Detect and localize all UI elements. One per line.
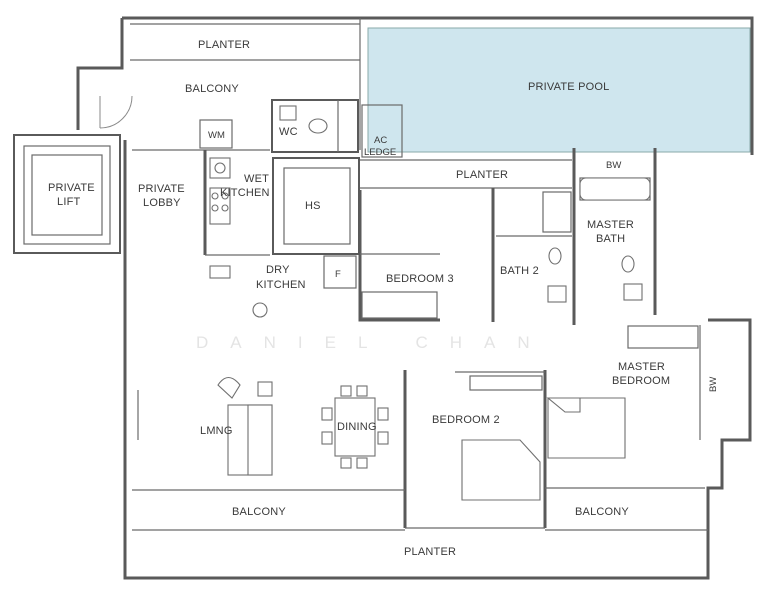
label-dining: DINING (337, 421, 377, 433)
label-private-lift-1: PRIVATE (48, 182, 95, 194)
label-master-bedroom-2: BEDROOM (612, 375, 670, 387)
label-planter-mid: PLANTER (456, 169, 508, 181)
label-master-bath-2: BATH (596, 233, 625, 245)
label-bw-side: BW (708, 377, 719, 392)
label-private-lobby-1: PRIVATE (138, 183, 185, 195)
label-master-bath-1: MASTER (587, 219, 634, 231)
label-master-bedroom-1: MASTER (618, 361, 665, 373)
label-bath-2: BATH 2 (500, 265, 539, 277)
label-private-pool: PRIVATE POOL (528, 81, 609, 93)
room-labels: PLANTER BALCONY PRIVATE POOL WM WC AC LE… (48, 39, 719, 558)
label-wm: WM (208, 130, 225, 141)
furniture (209, 105, 651, 501)
label-balcony-left: BALCONY (232, 506, 286, 518)
label-bedroom-3: BEDROOM 3 (386, 273, 454, 285)
private-lift (13, 134, 121, 254)
label-wet-kitchen-1: WET (244, 173, 269, 185)
label-f: F (335, 269, 341, 280)
label-hs: HS (305, 200, 321, 212)
label-bw-top: BW (606, 160, 621, 171)
label-wet-kitchen-2: KITCHEN (220, 187, 270, 199)
label-balcony-right: BALCONY (575, 506, 629, 518)
label-bedroom-2: BEDROOM 2 (432, 414, 500, 426)
outer-walls (76, 16, 754, 580)
label-wc: WC (279, 126, 298, 138)
label-private-lift-2: LIFT (57, 196, 80, 208)
label-balcony-top: BALCONY (185, 83, 239, 95)
private-pool (367, 27, 751, 153)
interior-walls (99, 95, 708, 531)
label-dry-kitchen-2: KITCHEN (256, 279, 306, 291)
label-private-lobby-2: LOBBY (143, 197, 181, 209)
label-ledge: LEDGE (364, 147, 396, 158)
watermark: DANIEL CHAN (196, 333, 552, 352)
label-planter-bottom: PLANTER (404, 546, 456, 558)
label-planter-top: PLANTER (198, 39, 250, 51)
label-ac: AC (374, 135, 387, 146)
label-living: LMNG (200, 425, 233, 437)
label-dry-kitchen-1: DRY (266, 264, 290, 276)
